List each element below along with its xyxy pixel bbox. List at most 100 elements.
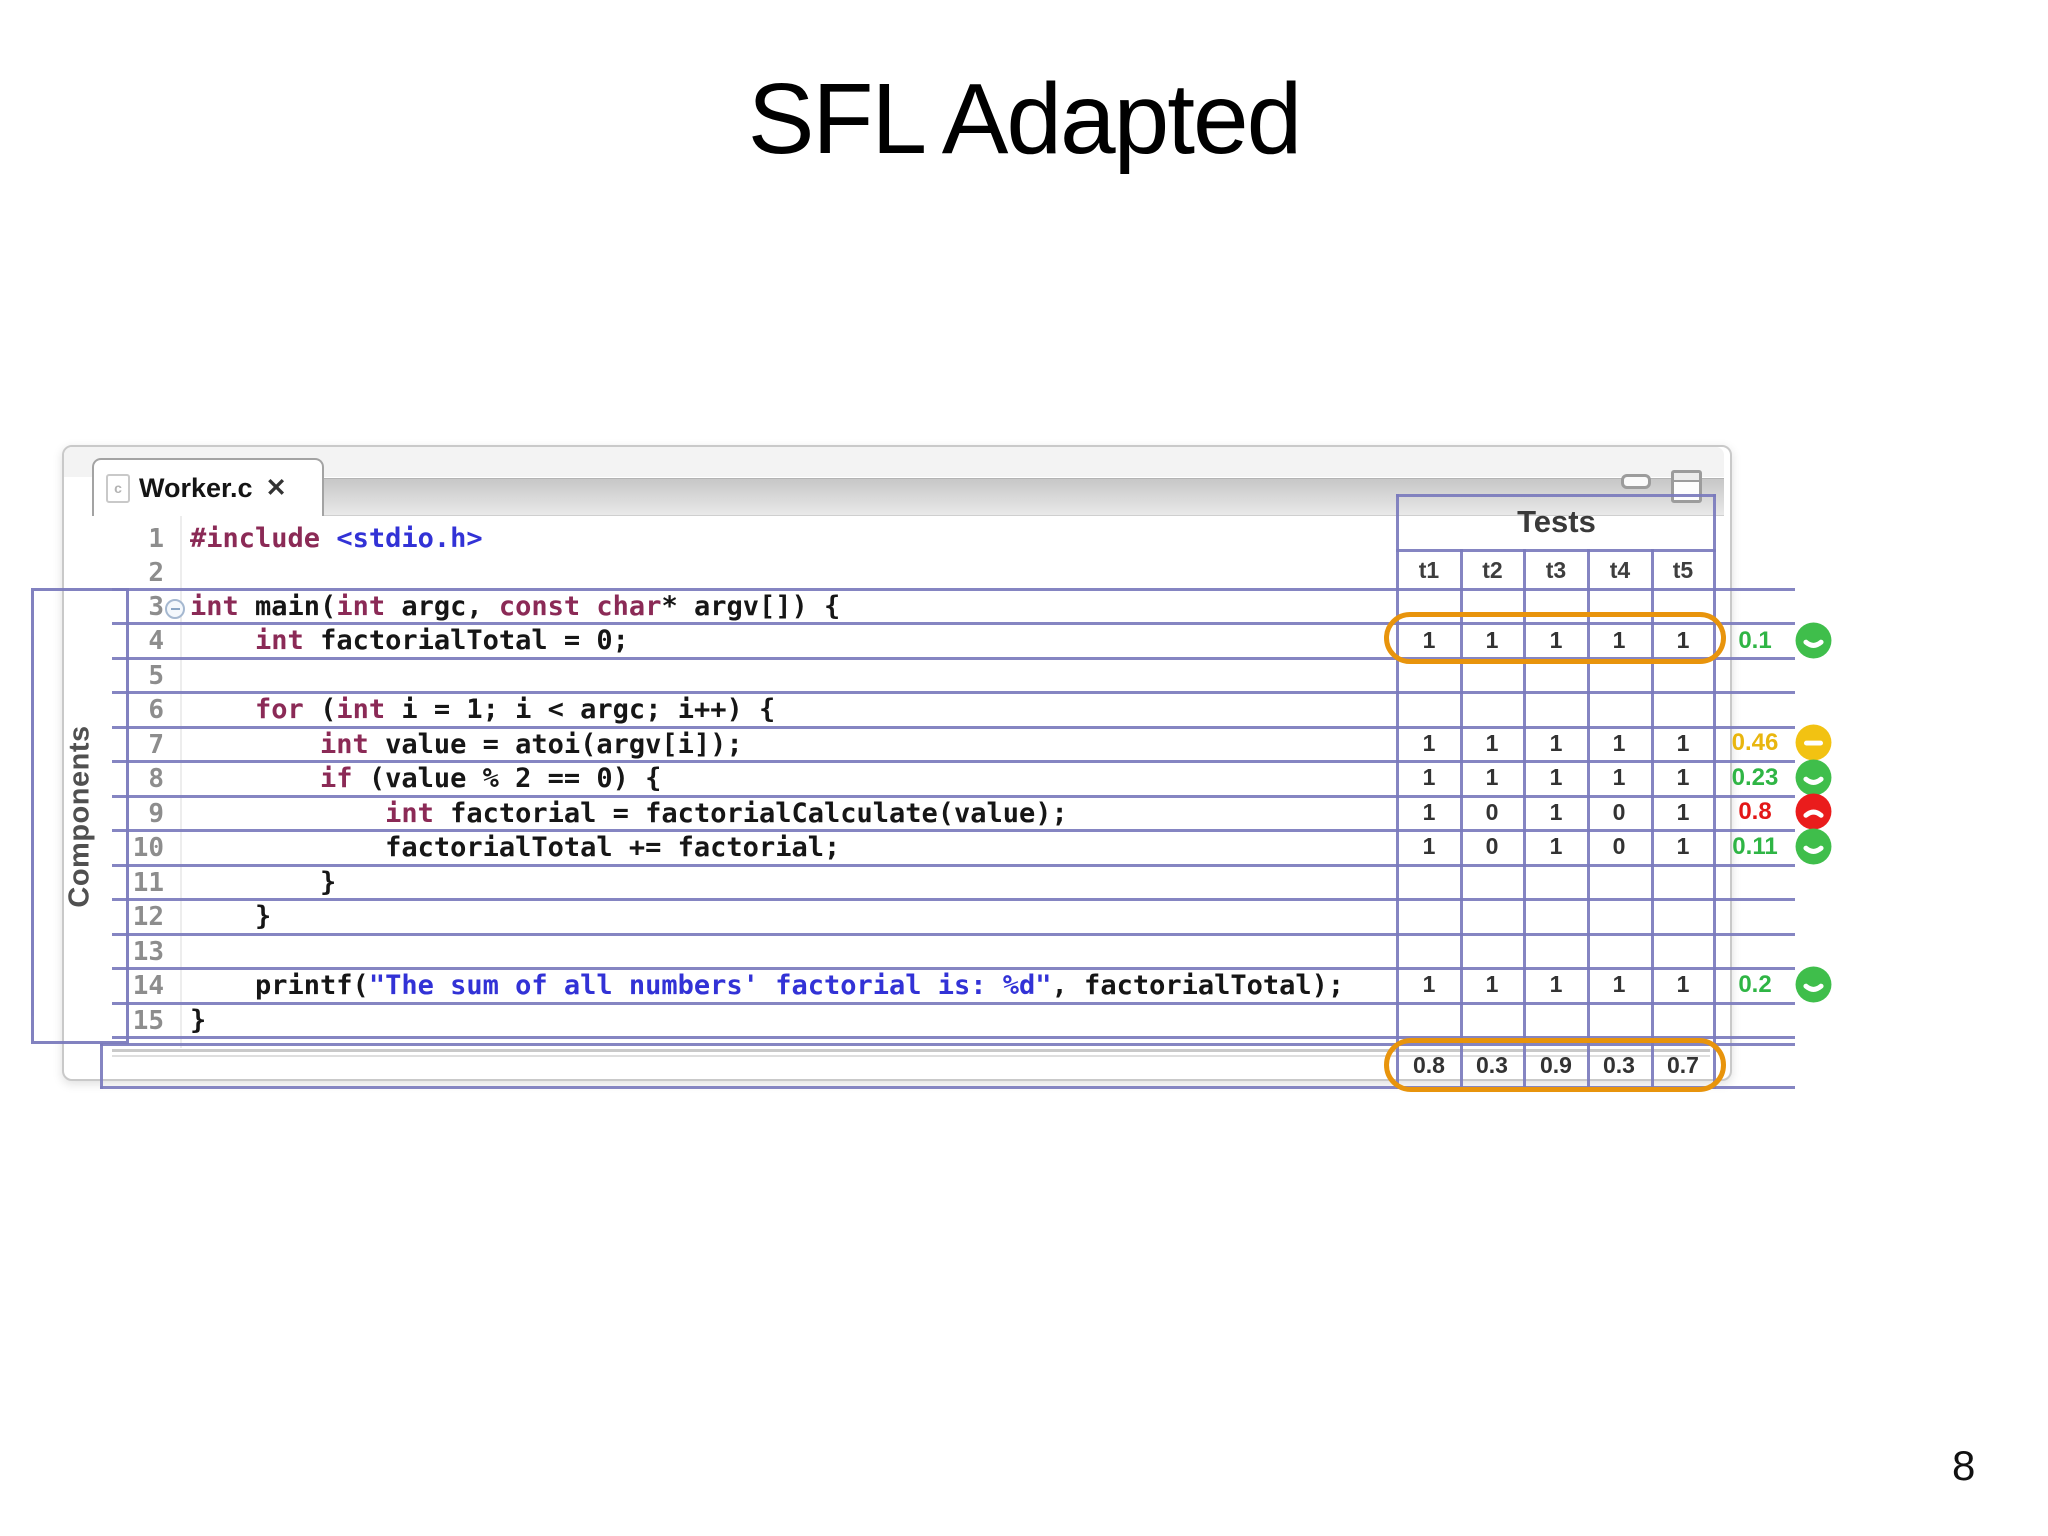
coverage-cell: 1 bbox=[1485, 764, 1499, 790]
code-line: factorialTotal += factorial; bbox=[190, 831, 840, 865]
coverage-cell: 1 bbox=[1422, 799, 1436, 825]
coverage-row-line-8: 1 1 1 1 1 0.23 bbox=[0, 759, 2048, 796]
coverage-cell: 1 bbox=[1549, 764, 1563, 790]
code-segment: } bbox=[190, 1005, 207, 1036]
code-segment: printf( bbox=[190, 970, 369, 1001]
code-line: } bbox=[190, 866, 336, 900]
grid-row-line bbox=[112, 588, 1795, 591]
suspiciousness-score: 0.8 bbox=[1738, 798, 1772, 825]
code-segment: value = atoi(argv[i]); bbox=[385, 729, 743, 760]
tab-worker-c[interactable]: c Worker.c ✕ bbox=[92, 458, 324, 516]
similarity-cell: 0.3 bbox=[1476, 1052, 1508, 1078]
grid-row-line bbox=[112, 864, 1795, 867]
tests-table-top-line bbox=[1396, 494, 1716, 497]
coverage-cell: 1 bbox=[1485, 627, 1499, 653]
code-segment: (value % 2 == 0) { bbox=[368, 763, 662, 794]
c-file-icon-letter: c bbox=[114, 480, 122, 496]
coverage-cell: 1 bbox=[1612, 730, 1626, 756]
coverage-cell: 1 bbox=[1422, 627, 1436, 653]
fold-minus-glyph bbox=[170, 608, 180, 610]
grid-row-line bbox=[112, 967, 1795, 970]
pass-smiley-icon bbox=[1795, 759, 1832, 796]
line-number: 2 bbox=[148, 558, 164, 588]
c-file-icon: c bbox=[106, 473, 130, 503]
code-segment: factorialTotal += factorial; bbox=[190, 832, 841, 863]
code-segment: * argv[]) { bbox=[661, 591, 841, 622]
coverage-cell: 1 bbox=[1676, 799, 1690, 825]
line-number: 12 bbox=[132, 902, 164, 932]
code-line: int factorial = factorialCalculate(value… bbox=[190, 797, 1068, 831]
test-column-t3: t3 bbox=[1545, 557, 1567, 583]
coverage-cell: 1 bbox=[1422, 971, 1436, 997]
summary-row-bottom-line bbox=[100, 1086, 1795, 1089]
coverage-cell: 1 bbox=[1549, 730, 1563, 756]
suspiciousness-score: 0.1 bbox=[1738, 627, 1772, 654]
tests-table-border bbox=[1396, 494, 1399, 1089]
coverage-cell: 0 bbox=[1485, 799, 1499, 825]
line-number: 11 bbox=[132, 868, 164, 898]
code-segment: argc, bbox=[401, 591, 499, 622]
line-number: 7 bbox=[148, 730, 164, 760]
suspiciousness-score: 0.46 bbox=[1731, 729, 1779, 756]
tests-title: Tests bbox=[1517, 504, 1596, 539]
coverage-cell: 1 bbox=[1549, 971, 1563, 997]
coverage-row-line-7: 1 1 1 1 1 0.46 bbox=[0, 724, 2048, 761]
restore-icon[interactable] bbox=[1671, 470, 1702, 503]
code-line: #include <stdio.h> bbox=[190, 522, 483, 556]
coverage-cell: 1 bbox=[1485, 971, 1499, 997]
line-number: 8 bbox=[148, 764, 164, 794]
code-segment: int bbox=[385, 798, 451, 829]
tab-bar bbox=[322, 478, 1724, 516]
test-column-t2: t2 bbox=[1482, 557, 1503, 583]
code-segment: ( bbox=[320, 694, 337, 725]
tests-header-line bbox=[1396, 549, 1716, 552]
coverage-cell: 1 bbox=[1612, 971, 1626, 997]
similarity-cell: 0.3 bbox=[1603, 1052, 1635, 1078]
grid-row-line bbox=[112, 657, 1795, 660]
code-line: int value = atoi(argv[i]); bbox=[190, 728, 743, 762]
tests-column-line bbox=[1651, 549, 1654, 1089]
coverage-cell: 1 bbox=[1549, 799, 1563, 825]
line-number: 14 bbox=[132, 971, 164, 1001]
coverage-cell: 1 bbox=[1676, 833, 1690, 859]
minimize-icon[interactable] bbox=[1621, 474, 1651, 489]
suspiciousness-score: 0.23 bbox=[1731, 764, 1779, 791]
restore-icon-bar bbox=[1674, 473, 1699, 482]
coverage-row-line-4: 1 1 1 1 1 0.1 bbox=[0, 622, 2048, 659]
coverage-cell: 1 bbox=[1549, 833, 1563, 859]
suspiciousness-score: 0.11 bbox=[1732, 833, 1778, 860]
code-line: int factorialTotal = 0; bbox=[190, 624, 629, 658]
similarity-cell: 0.7 bbox=[1667, 1052, 1699, 1078]
coverage-cell: 1 bbox=[1422, 730, 1436, 756]
neutral-smiley-icon bbox=[1795, 724, 1832, 761]
line-number: 6 bbox=[148, 695, 164, 725]
grid-row-line bbox=[112, 726, 1795, 729]
slide-title: SFL Adapted bbox=[747, 63, 1303, 175]
editor-bottom-edge-light bbox=[112, 1055, 1710, 1057]
code-segment: } bbox=[190, 867, 337, 898]
tab-close-icon[interactable]: ✕ bbox=[265, 474, 287, 502]
code-line: } bbox=[190, 1004, 206, 1038]
line-number: 1 bbox=[148, 524, 164, 554]
grid-row-line bbox=[112, 1002, 1795, 1005]
code-segment: "The sum of all numbers' factorial is: %… bbox=[368, 970, 1052, 1001]
highlight-oval-row-4 bbox=[1384, 612, 1726, 664]
coverage-cell: 1 bbox=[1549, 627, 1563, 653]
code-line: if (value % 2 == 0) { bbox=[190, 762, 661, 796]
code-fold-icon[interactable] bbox=[165, 599, 185, 619]
components-box: Components bbox=[31, 588, 129, 1044]
grid-row-line bbox=[112, 691, 1795, 694]
gutter-divider bbox=[180, 516, 182, 1048]
code-segment: int bbox=[336, 694, 402, 725]
line-number: 4 bbox=[148, 626, 164, 656]
code-segment: <stdio.h> bbox=[336, 523, 483, 554]
coverage-cell: 1 bbox=[1612, 627, 1626, 653]
pass-smiley-icon bbox=[1795, 966, 1832, 1003]
coverage-cell: 1 bbox=[1422, 833, 1436, 859]
code-segment: } bbox=[190, 901, 272, 932]
coverage-cell: 0 bbox=[1612, 799, 1626, 825]
pass-smiley-icon bbox=[1795, 622, 1832, 659]
fail-frown-icon bbox=[1795, 793, 1832, 830]
code-segment: main( bbox=[255, 591, 337, 622]
code-segment bbox=[190, 694, 255, 725]
